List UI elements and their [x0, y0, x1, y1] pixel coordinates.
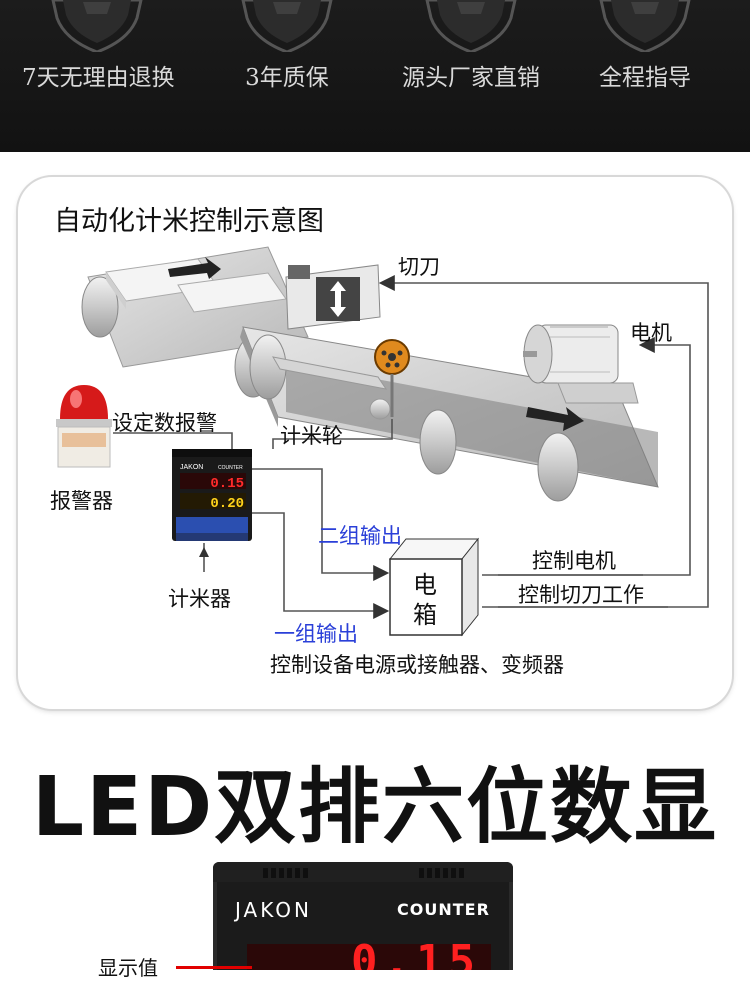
alarm-lamp: [56, 385, 112, 468]
label-control-cutter: 控制切刀工作: [518, 583, 644, 607]
display-value-pointer: [176, 966, 252, 969]
small-counter-row2: 0.20: [210, 496, 244, 512]
shield-warranty-icon: [241, 0, 333, 52]
electric-box-char1: 电: [413, 571, 437, 599]
diagram-card: 自动化计米控制示意图: [18, 177, 732, 709]
display-value-label: 显示值: [98, 956, 158, 980]
motor: [523, 324, 639, 404]
electric-box: [388, 537, 480, 637]
badge-factory: 源头厂家直销: [396, 0, 546, 92]
label-alarm-set: 设定数报警: [112, 411, 217, 435]
shield-exchange-icon: [51, 0, 143, 52]
badge-warranty-label: 3年质保: [245, 65, 329, 91]
small-counter-brand: JAKON: [180, 464, 203, 471]
label-meter-wheel: 计米轮: [280, 424, 343, 448]
label-motor: 电机: [630, 321, 672, 345]
counter-device-photo: JAKON COUNTER 0.15: [213, 862, 513, 970]
label-group2-output: 二组输出: [318, 524, 402, 548]
shield-factory-icon: [425, 0, 517, 52]
electric-box-char2: 箱: [413, 601, 437, 629]
small-counter-label: COUNTER: [218, 465, 243, 471]
badge-warranty: 3年质保: [212, 0, 362, 92]
badge-return-label: 7天无理由退换: [22, 65, 175, 91]
badge-return: 7天无理由退换: [22, 0, 175, 92]
feature-heading: LED双排六位数显: [31, 760, 719, 855]
device-led-value: 0.15: [351, 936, 481, 970]
label-control-power: 控制设备电源或接触器、变频器: [270, 653, 564, 677]
device-brand: JAKON: [235, 898, 312, 922]
badge-factory-label: 源头厂家直销: [402, 65, 540, 91]
badge-guide-label: 全程指导: [599, 65, 691, 91]
small-counter: JAKON COUNTER 0.15 0.20: [172, 449, 252, 541]
label-cutter: 切刀: [398, 255, 440, 279]
shield-guide-icon: [599, 0, 691, 52]
device-top-edge: [213, 862, 513, 882]
label-alarm: 报警器: [50, 489, 113, 513]
connection-lines: [113, 275, 709, 619]
label-group1-output: 一组输出: [274, 622, 358, 646]
meter-wheel: [369, 339, 410, 420]
device-counter-label: COUNTER: [397, 900, 490, 919]
small-counter-row1: 0.15: [210, 476, 244, 492]
main-conveyor: [240, 326, 659, 502]
cutter-unit: [285, 264, 381, 330]
conveyor-diagram: JAKON COUNTER 0.15 0.20: [56, 246, 709, 637]
device-led-display: 0.15: [247, 936, 491, 970]
service-banner: 7天无理由退换 3年质保 源头厂家直销 全程指导: [0, 0, 750, 152]
label-control-motor: 控制电机: [532, 549, 616, 573]
diagram-title: 自动化计米控制示意图: [54, 206, 324, 237]
label-counter-device: 计米器: [168, 587, 231, 611]
badge-guide: 全程指导: [570, 0, 720, 92]
